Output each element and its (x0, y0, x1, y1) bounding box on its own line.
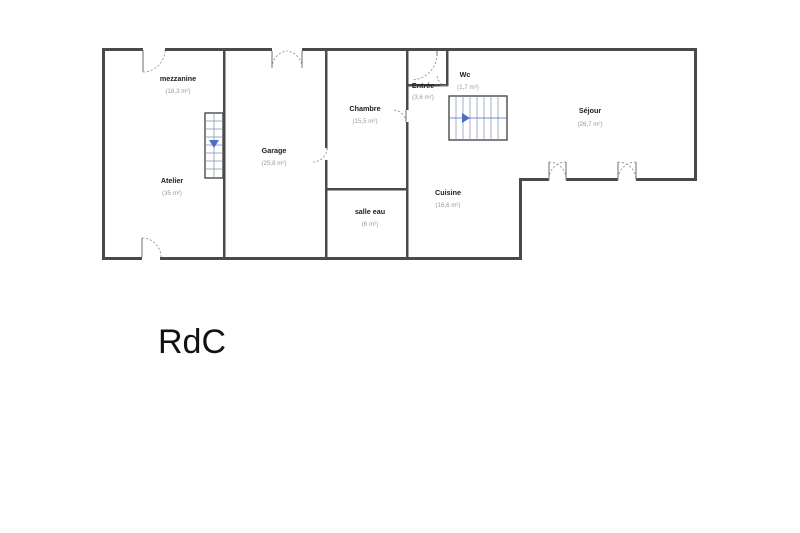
wall-garage-salleeau-lower (325, 160, 328, 260)
staircase-entree (448, 95, 508, 141)
room-name-salle-eau: salle eau (355, 207, 385, 216)
room-labels: mezzanine (18,3 m²) Atelier (35 m²) Gara… (160, 70, 603, 228)
wall-sejour-south-seg-1 (519, 178, 549, 181)
room-name-atelier: Atelier (161, 176, 184, 185)
door-arc-mezzanine (142, 49, 166, 73)
door-arc-sejour-2-right (617, 161, 637, 180)
room-name-entree: Entrée (412, 81, 434, 90)
room-name-sejour: Séjour (579, 106, 602, 115)
wall-entree-wc (446, 51, 449, 86)
wall-north-seg-2 (180, 48, 258, 51)
room-label-entree: Entrée (3,6 m²) (412, 81, 434, 101)
wall-south-step-riser (519, 178, 522, 260)
room-name-wc: Wc (460, 70, 471, 79)
door-arc-garage-right (286, 50, 303, 69)
door-arc-entree (411, 53, 438, 81)
room-label-wc: Wc (1,7 m²) (457, 70, 479, 91)
room-label-cuisine: Cuisine (16,6 m²) (435, 188, 461, 209)
wall-west-exterior (102, 48, 105, 260)
door-arc-wc (436, 74, 447, 87)
wall-south-seg-1 (102, 257, 142, 260)
floor-level-label: RdC (158, 323, 226, 361)
wall-chambre-entree-upper (406, 48, 409, 110)
door-arc-garage-chambre (312, 147, 328, 163)
wall-north-seg-4 (302, 48, 438, 51)
room-label-sejour: Séjour (26,7 m²) (577, 106, 602, 128)
wall-north-seg-1 (105, 48, 143, 51)
wall-atelier-garage (223, 48, 226, 260)
exterior-walls (102, 48, 697, 260)
room-label-salle-eau: salle eau (6 m²) (355, 207, 385, 228)
room-name-chambre: Chambre (349, 104, 380, 113)
stair-direction-arrow (209, 140, 219, 148)
room-label-atelier: Atelier (35 m²) (161, 176, 184, 197)
room-label-mezzanine: mezzanine (18,3 m²) (160, 74, 196, 95)
wall-east-exterior (694, 48, 697, 178)
staircase-atelier (204, 112, 224, 179)
room-label-chambre: Chambre (15,5 m²) (349, 104, 380, 125)
wall-north-seg-3 (258, 48, 272, 51)
room-area-cuisine: (16,6 m²) (435, 202, 460, 209)
wall-garage-chambre-upper (325, 48, 328, 148)
room-label-garage: Garage (25,8 m²) (261, 146, 286, 167)
room-area-sejour: (26,7 m²) (577, 121, 602, 128)
room-area-mezzanine: (18,3 m²) (165, 88, 190, 95)
doors (141, 48, 637, 258)
room-area-atelier: (35 m²) (162, 190, 182, 197)
room-name-mezzanine: mezzanine (160, 74, 196, 83)
door-arc-sejour-1-right (548, 161, 567, 180)
wall-chambre-cuisine-lower (406, 122, 409, 260)
room-area-wc: (1,7 m²) (457, 84, 479, 91)
room-name-garage: Garage (262, 146, 287, 155)
wall-south-seg-2 (160, 257, 411, 260)
room-area-entree: (3,6 m²) (412, 94, 434, 101)
wall-sejour-south-seg-3 (636, 178, 697, 181)
stair-direction-arrow (462, 113, 470, 123)
door-arc-garage-left (271, 50, 288, 69)
room-area-garage: (25,8 m²) (261, 160, 286, 167)
room-area-salle-eau: (6 m²) (362, 221, 379, 228)
room-area-chambre: (15,5 m²) (352, 118, 377, 125)
wall-chambre-salleeau (327, 188, 407, 191)
door-arc-chambre (392, 109, 407, 123)
wall-north-seg-5 (438, 48, 697, 51)
room-name-cuisine: Cuisine (435, 188, 461, 197)
wall-north-mezzanine-jamb (165, 48, 181, 51)
interior-walls (223, 48, 449, 260)
wall-sejour-south-seg-2 (566, 178, 618, 181)
wall-south-seg-3 (408, 257, 522, 260)
wall-entree-south (408, 84, 448, 87)
